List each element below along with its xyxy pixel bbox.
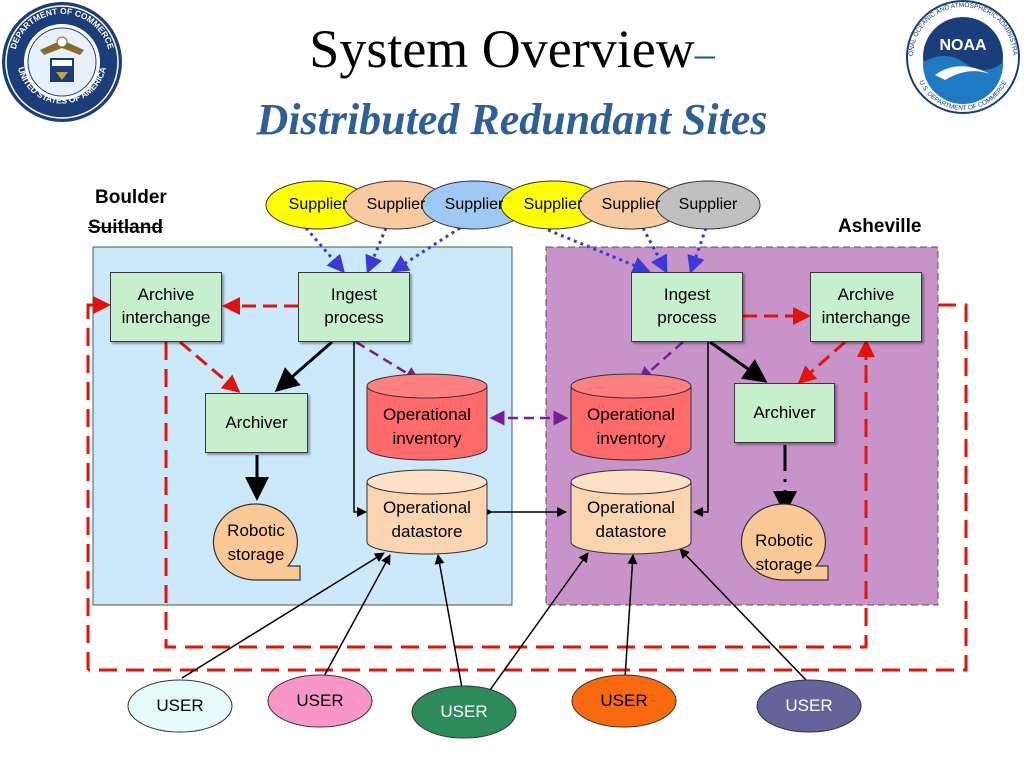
title-text: System Overview (309, 19, 695, 79)
archive-interchange-right: Archive interchange (810, 272, 922, 342)
user-4 (571, 674, 677, 728)
replication-loop-inner (164, 342, 868, 649)
supplier-6 (655, 180, 761, 230)
supplier-arrow-6 (687, 227, 708, 274)
ingest-to-inventory-left (355, 340, 421, 382)
user-2-link (321, 554, 391, 681)
svg-text:NOAA: NOAA (939, 37, 987, 54)
title-dash: – (694, 31, 715, 76)
robotic-storage-left (212, 503, 301, 581)
user-5-link (679, 548, 807, 681)
operational-inventory-right (570, 373, 692, 461)
user-1-link (181, 552, 385, 679)
ingest-to-inventory-right (638, 341, 684, 382)
supplier-arrow-2 (365, 227, 388, 274)
operational-inventory-left (366, 373, 488, 461)
archive-interchange-to-archiver-left (179, 340, 241, 393)
user-3-link-a (434, 554, 463, 689)
user-2 (267, 674, 373, 728)
operational-datastore-left (366, 469, 488, 555)
user-1 (127, 679, 233, 733)
user-3 (411, 685, 517, 739)
user-5 (756, 679, 862, 733)
supplier-arrow-5 (641, 227, 668, 274)
archiver-left: Archiver (205, 393, 308, 453)
robotic-storage-right (740, 503, 829, 581)
ingest-process-left: Ingest process (298, 272, 410, 342)
supplier-arrow-1 (304, 227, 345, 274)
site-label-boulder: Boulder (95, 187, 167, 208)
archive-interchange-to-archiver-right (797, 340, 846, 384)
site-label-asheville: Asheville (838, 216, 922, 237)
page-subtitle: Distributed Redundant Sites (256, 95, 768, 144)
archive-interchange-left: Archive interchange (110, 272, 222, 342)
ingest-to-datastore-left (353, 342, 367, 517)
ingest-process-right: Ingest process (631, 272, 743, 342)
ingest-to-archiver-left (274, 340, 333, 392)
page-title: System Overview– (0, 18, 1024, 80)
user-3-link-b (489, 552, 589, 691)
site-label-suitland: Suitland (88, 217, 163, 238)
operational-datastore-right (570, 469, 692, 555)
ingest-to-archiver-right (709, 340, 768, 383)
ingest-to-datastore-right (693, 342, 709, 517)
archiver-right: Archiver (734, 383, 835, 443)
user-4-link (624, 554, 638, 679)
